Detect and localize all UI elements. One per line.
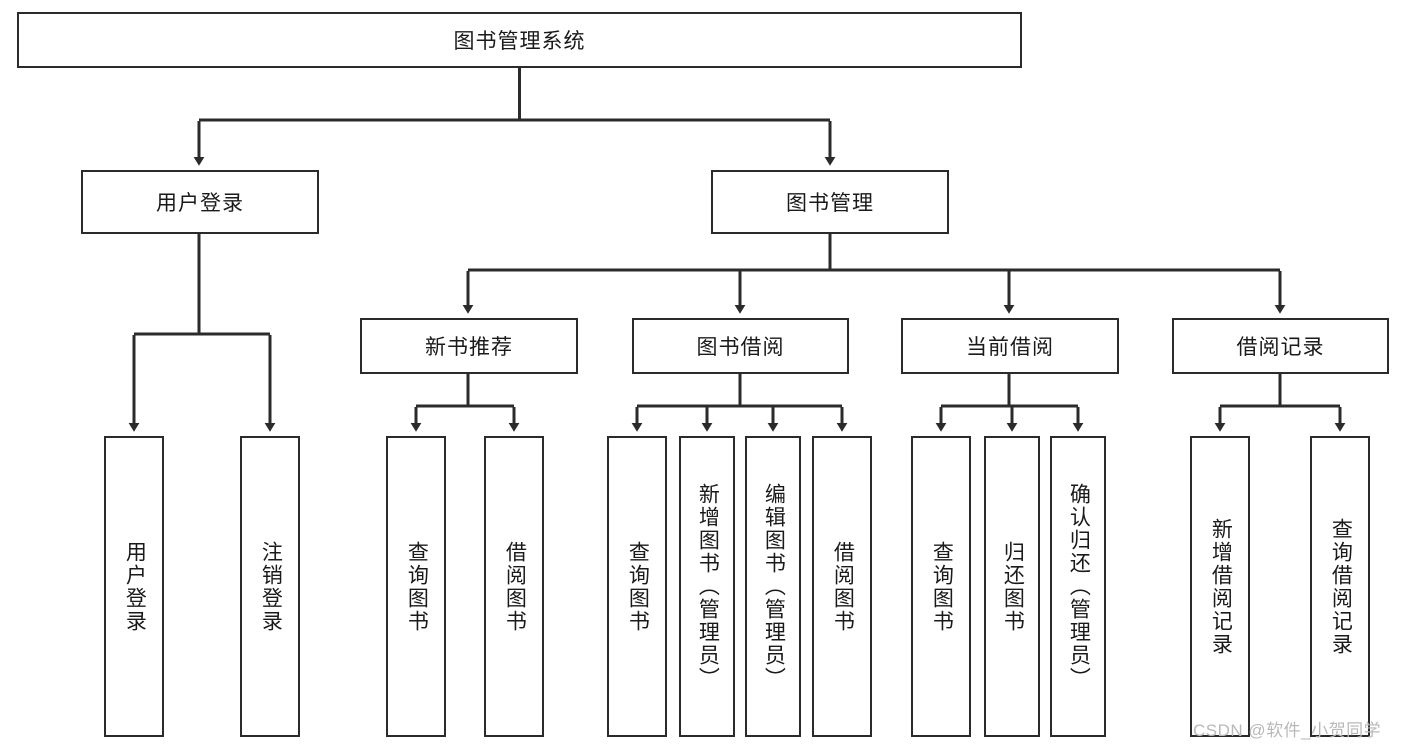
node-root[interactable]: 图书管理系统 (17, 12, 1022, 68)
watermark: CSDN @软件_小贺同学 (1193, 721, 1382, 740)
node-leaf-label: 归还图书 (1001, 540, 1025, 633)
node-leaf-label: 查询图书 (626, 540, 650, 633)
node-leaf-label: 确认归还（管理员） (1067, 483, 1091, 690)
node-leaf[interactable]: 编辑图书（管理员） (745, 436, 801, 737)
node-level3-label: 借阅记录 (1236, 336, 1325, 359)
node-leaf[interactable]: 查询图书 (386, 436, 446, 737)
node-leaf-label: 新增借阅记录 (1209, 517, 1233, 656)
node-level2-label: 图书管理 (786, 192, 874, 215)
node-leaf[interactable]: 归还图书 (984, 436, 1040, 737)
node-leaf[interactable]: 查询图书 (911, 436, 971, 737)
node-leaf-label: 借阅图书 (503, 540, 527, 633)
node-level3[interactable]: 当前借阅 (901, 318, 1119, 374)
node-level3[interactable]: 新书推荐 (360, 318, 578, 374)
node-leaf-label: 注销登录 (259, 540, 283, 633)
node-leaf[interactable]: 新增借阅记录 (1190, 436, 1250, 737)
node-leaf-label: 查询借阅记录 (1329, 517, 1353, 656)
node-leaf[interactable]: 借阅图书 (812, 436, 872, 737)
node-leaf-label: 新增图书（管理员） (696, 483, 720, 690)
node-leaf-label: 借阅图书 (831, 540, 855, 633)
node-leaf[interactable]: 借阅图书 (484, 436, 544, 737)
node-level3[interactable]: 图书借阅 (632, 318, 849, 374)
node-leaf[interactable]: 新增图书（管理员） (679, 436, 735, 737)
node-leaf-label: 查询图书 (930, 540, 954, 633)
node-leaf[interactable]: 用户登录 (104, 436, 164, 737)
node-level3-label: 当前借阅 (966, 336, 1054, 359)
node-level3-label: 新书推荐 (425, 336, 513, 359)
node-level3-label: 图书借阅 (696, 336, 785, 359)
node-leaf[interactable]: 注销登录 (240, 436, 300, 737)
node-leaf-label: 用户登录 (123, 540, 147, 633)
node-leaf[interactable]: 确认归还（管理员） (1050, 436, 1106, 737)
node-level3[interactable]: 借阅记录 (1172, 318, 1389, 374)
node-leaf[interactable]: 查询借阅记录 (1310, 436, 1370, 737)
node-leaf-label: 查询图书 (405, 540, 429, 633)
node-level2-label: 用户登录 (156, 192, 244, 215)
node-leaf-label: 编辑图书（管理员） (762, 483, 786, 690)
node-level2[interactable]: 用户登录 (81, 170, 319, 234)
node-leaf[interactable]: 查询图书 (607, 436, 667, 737)
node-level2[interactable]: 图书管理 (711, 170, 949, 234)
node-root-label: 图书管理系统 (453, 30, 586, 53)
